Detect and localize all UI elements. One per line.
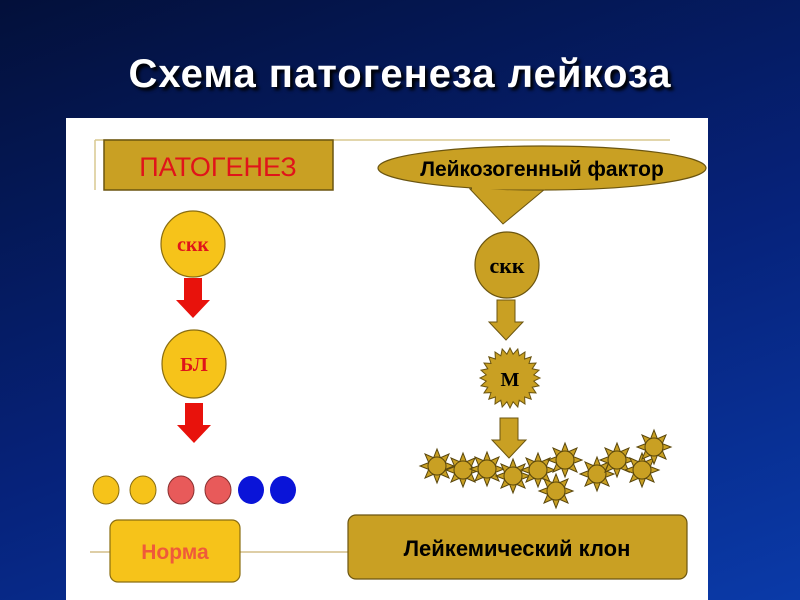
blue-cell <box>270 476 296 504</box>
leukemic-cell <box>503 466 523 486</box>
normal-box: Норма <box>109 519 241 583</box>
leukemic-cell <box>607 450 627 470</box>
leukemic-cell <box>528 460 548 480</box>
leukogenic-factor-callout: Лейкозогенный фактор <box>377 145 707 225</box>
leukemic-cell <box>477 459 497 479</box>
leukemic-cell <box>644 437 664 457</box>
blast-cell: БЛ <box>161 329 227 399</box>
stem-cell-right: скк <box>474 231 540 299</box>
mature-cells-row <box>92 475 296 505</box>
leukemic-cell <box>587 464 607 484</box>
pink-cell <box>204 475 232 505</box>
stem-cell-left-label: скк <box>177 234 209 256</box>
red-arrow-down-icon <box>176 278 210 318</box>
leukemic-cell <box>632 460 652 480</box>
normal-label: Норма <box>141 541 209 564</box>
leukemic-cell <box>427 456 447 476</box>
leukemic-clone-label: Лейкемический клон <box>404 536 631 561</box>
blast-cell-label: БЛ <box>180 354 208 376</box>
mutant-cell-label: М <box>501 369 520 391</box>
stem-cell-right-label: скк <box>489 253 524 278</box>
yellow-cell <box>92 475 120 505</box>
callout-label: Лейкозогенный фактор <box>420 158 664 181</box>
red-arrow-down-icon <box>177 403 211 443</box>
leukemic-clone-box: Лейкемический клон <box>347 514 688 580</box>
pathogenesis-header-label: ПАТОГЕНЕЗ <box>139 152 296 182</box>
pathogenesis-header-box: ПАТОГЕНЕЗ <box>103 139 334 191</box>
leukemic-cell <box>546 481 566 501</box>
gold-arrow-down-icon <box>488 299 524 341</box>
spiky-cell-icon <box>478 346 542 410</box>
slide-title: Схема патогенеза лейкоза <box>128 52 672 96</box>
mutant-cell: М <box>478 346 542 410</box>
stem-cell-left: скк <box>160 210 226 278</box>
leukemic-cell <box>555 450 575 470</box>
blue-cell <box>238 476 264 504</box>
leukemic-cell <box>453 460 473 480</box>
yellow-cell <box>129 475 157 505</box>
leukemic-cell-cluster <box>418 428 673 510</box>
gold-arrow-down-icon <box>491 417 527 459</box>
pink-cell <box>167 475 195 505</box>
